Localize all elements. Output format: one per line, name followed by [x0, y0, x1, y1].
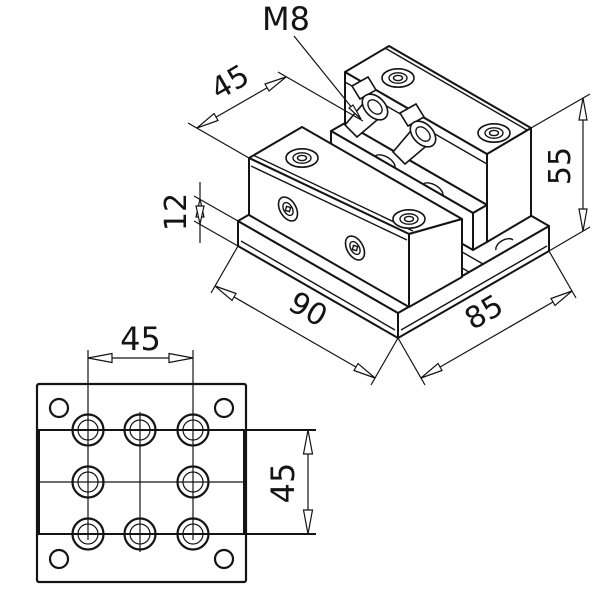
mounting-hole [71, 517, 105, 551]
front-screw [277, 196, 299, 222]
extension-line [210, 245, 239, 294]
movable-jaw-right-face [408, 218, 463, 308]
dimension-55-height: 55 [530, 93, 591, 252]
arrowhead [195, 205, 205, 225]
mounting-hole [176, 413, 210, 447]
extension-line [548, 250, 577, 299]
counterbore-outer [392, 209, 426, 230]
movable-jaw-front-chamfer [250, 165, 408, 241]
centerlines [37, 350, 246, 552]
corner-hole [48, 397, 70, 419]
counterbore-outer [477, 123, 511, 144]
movable-jaw [248, 126, 463, 308]
corner-hole [213, 397, 235, 419]
clamp-bracket [398, 102, 426, 128]
ledge-notch-arc [374, 154, 396, 169]
arrowhead [302, 509, 314, 535]
dimension-45-horizontal: 45 [87, 320, 194, 364]
base-notch-arc [495, 237, 514, 251]
counterbore-hole [477, 123, 511, 144]
corner-holes [48, 397, 235, 570]
m8-callout: M8 [262, 0, 362, 120]
screw-outer [277, 196, 299, 222]
thread-callout-label: M8 [262, 0, 310, 38]
dimension-line [214, 285, 376, 379]
hex-socket [403, 215, 415, 223]
isometric-view: 45 12 90 85 [159, 0, 591, 386]
mounting-hole [71, 465, 105, 499]
clamp-bracket [350, 75, 378, 101]
counterbore-hole [381, 68, 415, 89]
extension-line [530, 93, 591, 129]
counterbore-outer [381, 68, 415, 89]
dimension-line [420, 290, 573, 379]
screw-drive [351, 244, 359, 252]
dimension-45-vertical: 45 [264, 429, 314, 535]
screw-head [292, 152, 312, 164]
screw-inner [282, 201, 294, 217]
arrowhead [302, 429, 314, 455]
clamp-screw-2 [391, 102, 437, 166]
arrowhead [168, 352, 194, 364]
base-chamfer-right [400, 245, 548, 331]
screw-outer [344, 235, 366, 261]
ledge-right-face [472, 204, 488, 251]
ledge-notch-arc [422, 182, 444, 197]
dimension-label: 45 [264, 463, 302, 504]
screw-head [388, 72, 408, 84]
extension-line [193, 220, 239, 247]
bottom-view: 45 45 [35, 320, 316, 584]
arrowhead [214, 285, 237, 302]
screw-socket [415, 126, 431, 142]
arrowhead [353, 362, 376, 379]
hex-socket [392, 74, 404, 82]
mounting-hole [176, 517, 210, 551]
counterbore-hole [285, 148, 319, 169]
extension-line [187, 122, 250, 159]
counterbore-outer [285, 148, 319, 169]
arrowhead [578, 208, 588, 232]
hex-socket [488, 129, 500, 137]
arrowhead [420, 362, 443, 379]
arrowhead [264, 76, 287, 92]
counterbore-hole [392, 209, 426, 230]
arrowhead [196, 112, 219, 129]
fixed-jaw-top-chamfer [384, 47, 528, 131]
extension-line [548, 226, 591, 252]
extension-line [277, 71, 364, 122]
screw-socket [367, 99, 383, 115]
mounting-hole [176, 465, 210, 499]
dimension-label: 45 [205, 58, 256, 107]
screw-drive [284, 205, 292, 213]
leader-line [293, 35, 362, 120]
screw-head [484, 127, 504, 139]
arrowhead [578, 97, 588, 121]
mounting-hole [71, 413, 105, 447]
arrowhead [348, 104, 362, 120]
movable-jaw-top-chamfer [252, 154, 414, 232]
mounting-hole [123, 413, 157, 447]
clamp-screw-1 [343, 75, 389, 139]
front-screw [344, 235, 366, 261]
dimension-label: 55 [543, 147, 578, 185]
arrowhead [87, 352, 113, 364]
hex-socket [296, 154, 308, 162]
screw-head [399, 213, 419, 225]
dimension-12-thickness: 12 [159, 182, 239, 247]
corner-hole [213, 548, 235, 570]
mounting-hole [123, 517, 157, 551]
arrowhead [550, 290, 573, 307]
extension-line [193, 195, 239, 222]
corner-hole [48, 548, 70, 570]
base-chamfer-left [240, 240, 396, 331]
screw-inner [349, 240, 361, 256]
extension-line [370, 337, 399, 386]
extension-line [397, 337, 426, 386]
mounting-holes [71, 413, 210, 551]
dimension-label: 12 [159, 193, 194, 231]
dimension-label: 45 [120, 320, 161, 358]
